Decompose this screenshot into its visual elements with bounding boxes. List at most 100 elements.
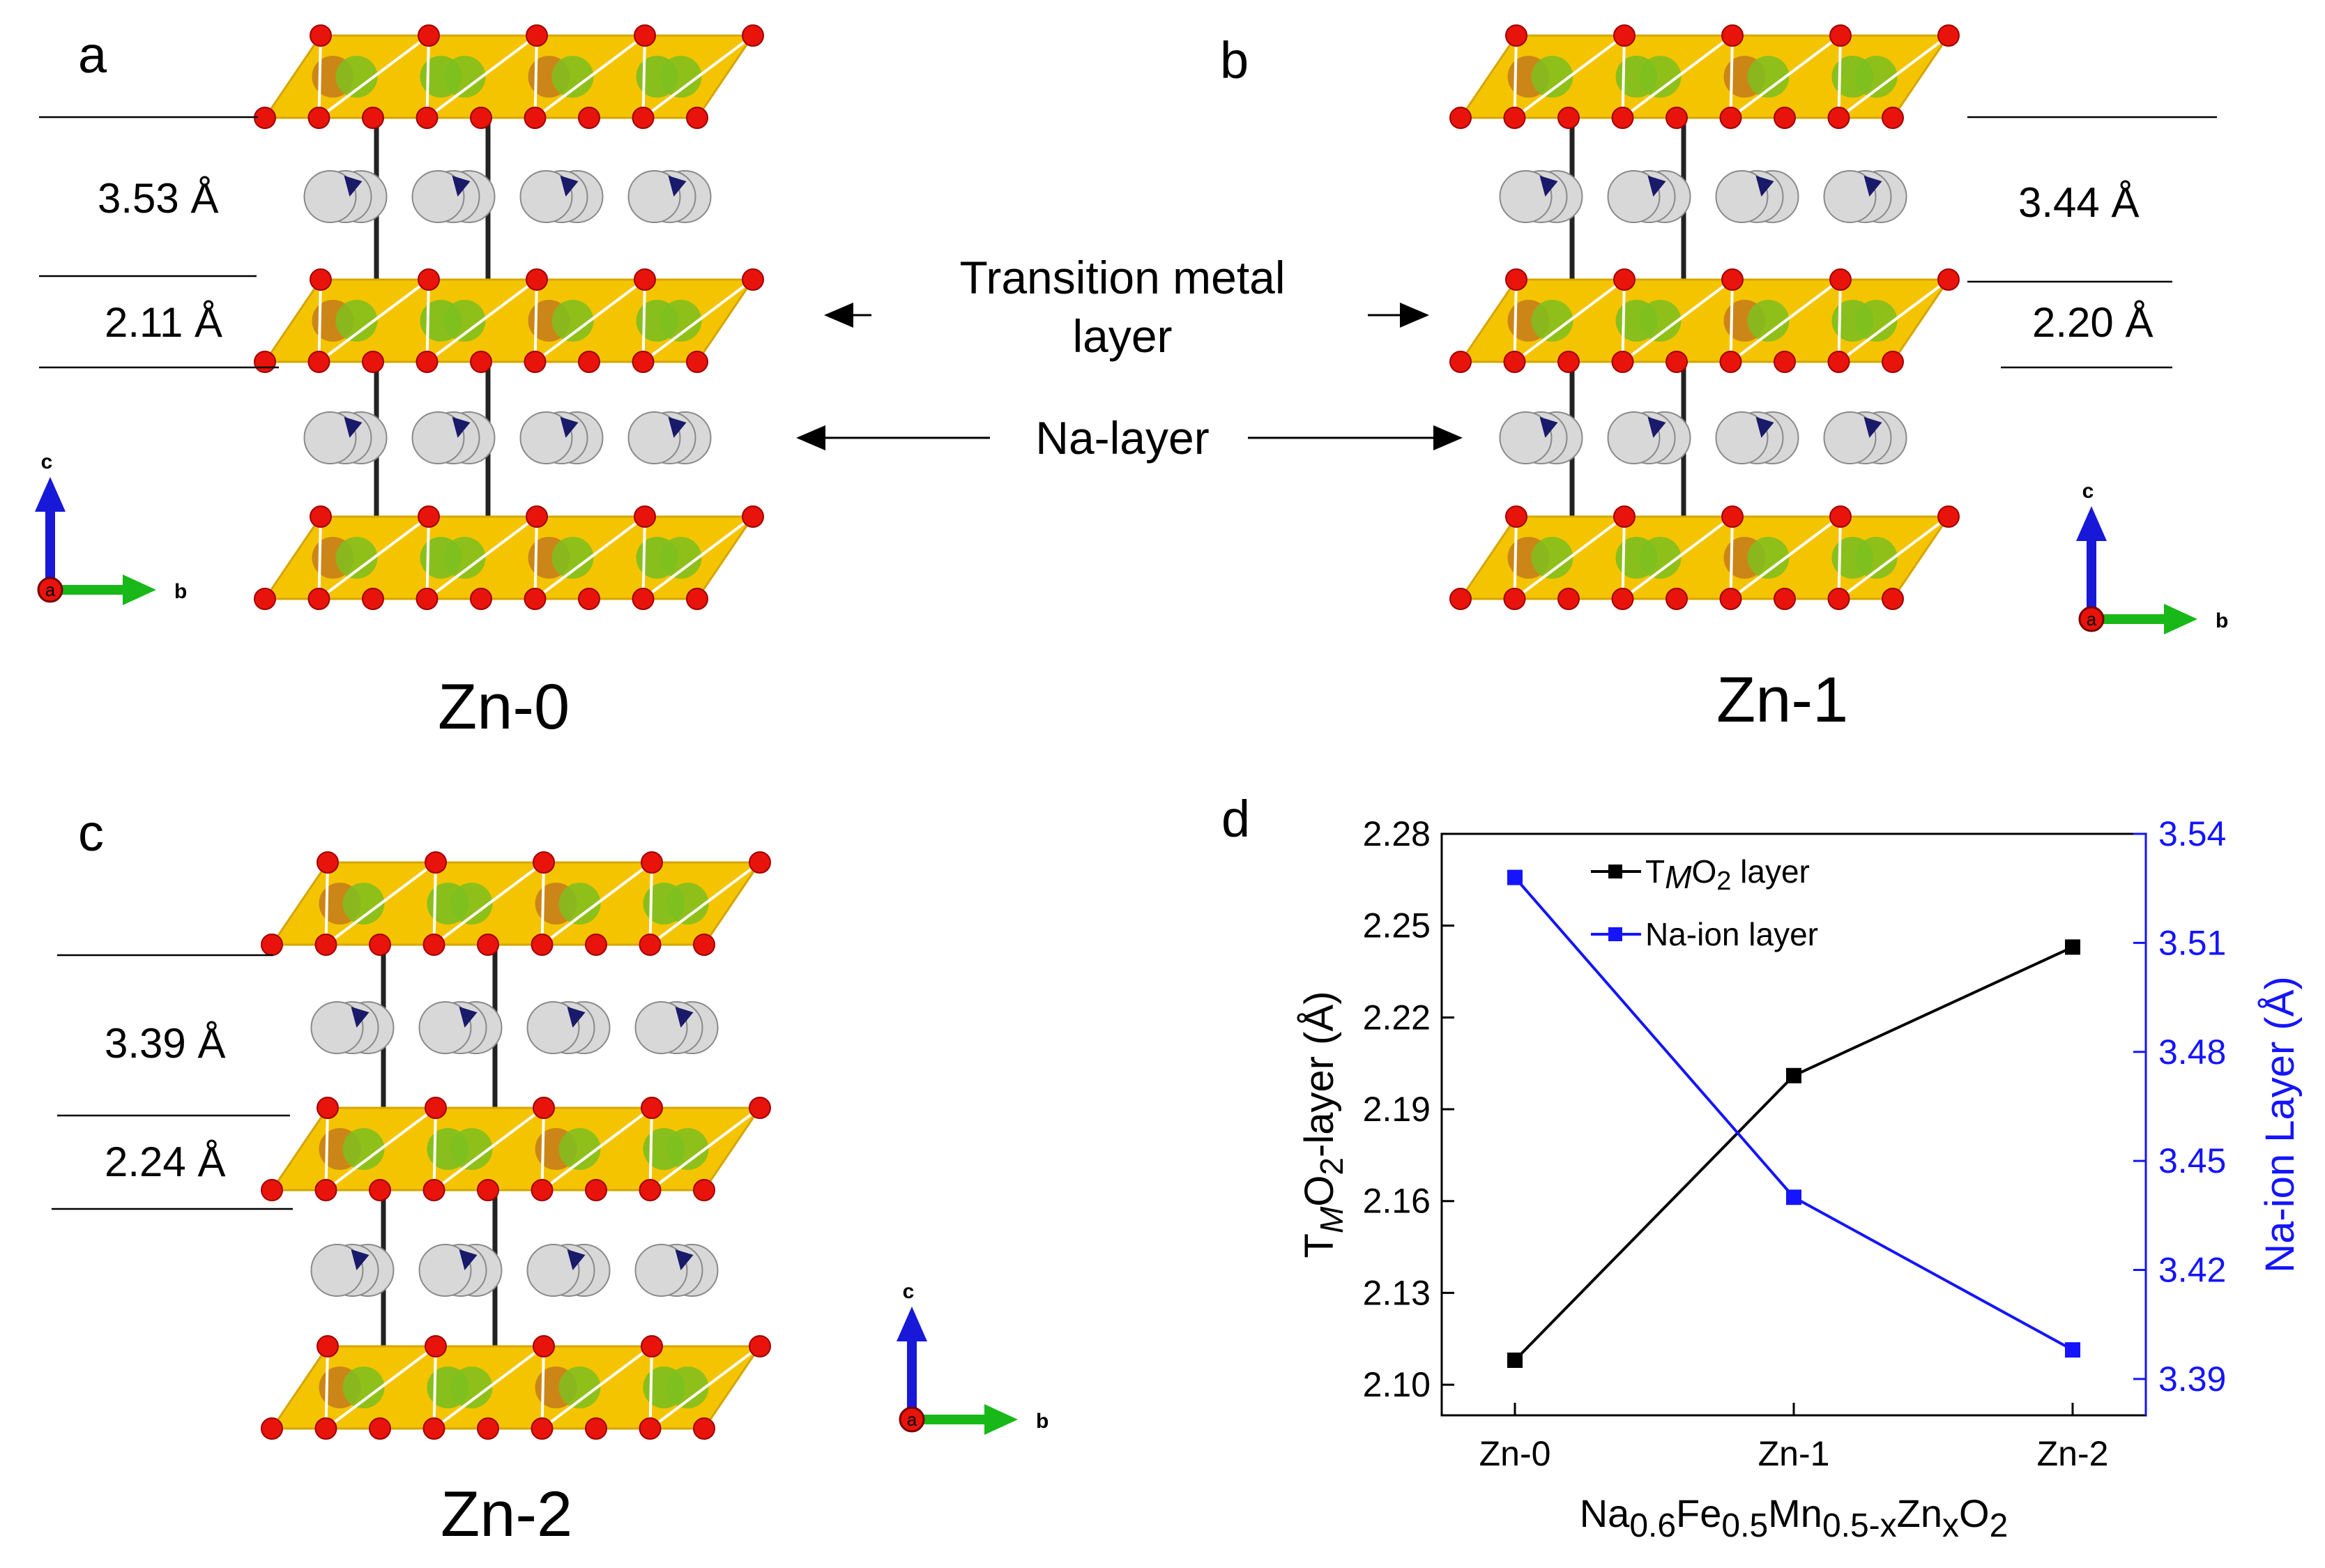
- oxygen-shadow: [1863, 417, 1882, 438]
- bond-line: [1621, 35, 1626, 119]
- x-label-part: Na: [1580, 1491, 1630, 1535]
- bond-line: [1838, 515, 1950, 600]
- bond-line: [1730, 278, 1842, 363]
- oxygen-atom: [362, 107, 384, 129]
- x-tick-label: Zn-0: [1479, 1434, 1551, 1473]
- oxygen-atom: [1882, 107, 1904, 129]
- oxygen-atom: [686, 107, 708, 129]
- oxygen-atom: [416, 588, 439, 610]
- bond-line: [317, 516, 322, 600]
- bond-line: [1729, 35, 1734, 119]
- bond-line: [1513, 35, 1518, 119]
- sodium-atom: [1823, 411, 1877, 464]
- a-axis-label: a: [45, 579, 56, 600]
- bond-line: [324, 1346, 329, 1429]
- left-y-tick-label: 2.28: [1363, 814, 1431, 853]
- panel-letter-c: c: [78, 804, 104, 862]
- sodium-atom: [411, 170, 465, 223]
- oxygen-atom: [632, 588, 655, 610]
- bond-line: [1621, 279, 1626, 363]
- oxygen-atom: [585, 1417, 607, 1440]
- oxygen-atom: [1882, 588, 1904, 610]
- transition-metal-atom: [558, 1367, 601, 1408]
- bond-line: [426, 515, 538, 600]
- oxygen-atom: [425, 1335, 447, 1357]
- right-y-axis-label-group: Na-ion Layer (Å): [2257, 976, 2303, 1272]
- data-point: [1507, 1352, 1523, 1368]
- oxygen-atom: [470, 107, 492, 129]
- oxygen-shadow: [1647, 176, 1666, 197]
- transition-metal-atom: [1747, 537, 1790, 579]
- axis-triad: acb: [35, 450, 187, 605]
- sodium-atom: [1499, 411, 1553, 464]
- oxygen-atom: [1613, 268, 1636, 291]
- y-label-part: -layer (Å): [1297, 991, 1342, 1157]
- bond-line: [1729, 279, 1734, 363]
- legend-part: O: [1691, 853, 1716, 890]
- bond-line: [1838, 34, 1950, 119]
- bond-line: [318, 34, 430, 119]
- oxygen-atom: [1829, 505, 1852, 528]
- oxygen-atom: [634, 268, 656, 291]
- oxygen-atom: [639, 934, 662, 956]
- bond-line: [432, 1346, 437, 1429]
- oxygen-atom: [1829, 268, 1852, 291]
- bond-line: [533, 279, 538, 363]
- oxygen-atom: [314, 934, 337, 956]
- oxygen-atom: [686, 351, 708, 373]
- bond-line: [1622, 515, 1734, 600]
- bond-line: [541, 861, 653, 946]
- oxygen-atom: [749, 1097, 771, 1119]
- bond-line: [648, 1346, 653, 1429]
- sodium-atom: [526, 1001, 580, 1054]
- oxygen-atom: [1665, 588, 1688, 610]
- oxygen-atom: [1505, 24, 1527, 47]
- oxygen-atom: [418, 24, 440, 47]
- right-y-tick-label: 3.48: [2158, 1033, 2226, 1072]
- oxygen-atom: [641, 851, 663, 874]
- oxygen-atom: [524, 351, 547, 373]
- bond-line: [1838, 278, 1950, 363]
- oxygen-atom: [1449, 351, 1472, 373]
- oxygen-atom: [310, 505, 332, 528]
- oxygen-atom: [533, 851, 555, 874]
- sodium-atom: [310, 1244, 364, 1297]
- oxygen-atom: [307, 107, 330, 129]
- oxygen-shadow: [1539, 417, 1558, 438]
- crystal-structure: [1449, 24, 1960, 610]
- oxygen-shadow: [668, 176, 687, 197]
- oxygen-atom: [1937, 505, 1960, 528]
- oxygen-shadow: [459, 1249, 478, 1270]
- sodium-atom: [303, 411, 357, 464]
- oxygen-atom: [1827, 588, 1850, 610]
- b-axis-arrow: [2091, 614, 2168, 624]
- a-axis-label: a: [2087, 609, 2097, 630]
- crystal-structure: [261, 851, 771, 1440]
- x-label-part: Fe: [1676, 1491, 1721, 1535]
- a-axis-marker: [2078, 606, 2105, 632]
- oxygen-atom: [686, 588, 708, 610]
- oxygen-shadow: [567, 1007, 586, 1028]
- bond-line: [642, 278, 754, 363]
- transition-metal-atom: [443, 56, 486, 98]
- sodium-atom: [1823, 170, 1877, 223]
- oxygen-atom: [742, 24, 764, 47]
- oxygen-atom: [585, 934, 607, 956]
- oxygen-atom: [317, 851, 339, 874]
- bond-line: [1837, 516, 1842, 600]
- oxygen-atom: [1611, 351, 1634, 373]
- transition-metal-atom: [551, 537, 594, 579]
- bond-line: [1514, 515, 1626, 600]
- oxygen-atom: [639, 1417, 662, 1440]
- oxygen-atom: [422, 934, 445, 956]
- b-axis-label: b: [174, 580, 187, 603]
- b-axis-arrowhead: [123, 574, 156, 605]
- oxygen-atom: [1774, 107, 1796, 129]
- transition-metal-atom: [558, 1128, 601, 1170]
- transition-metal-atom: [1747, 300, 1790, 342]
- oxygen-atom: [362, 351, 384, 373]
- oxygen-shadow: [668, 417, 687, 438]
- oxygen-atom: [578, 107, 600, 129]
- a-axis-marker: [37, 577, 63, 603]
- b-axis-arrowhead: [984, 1404, 1018, 1435]
